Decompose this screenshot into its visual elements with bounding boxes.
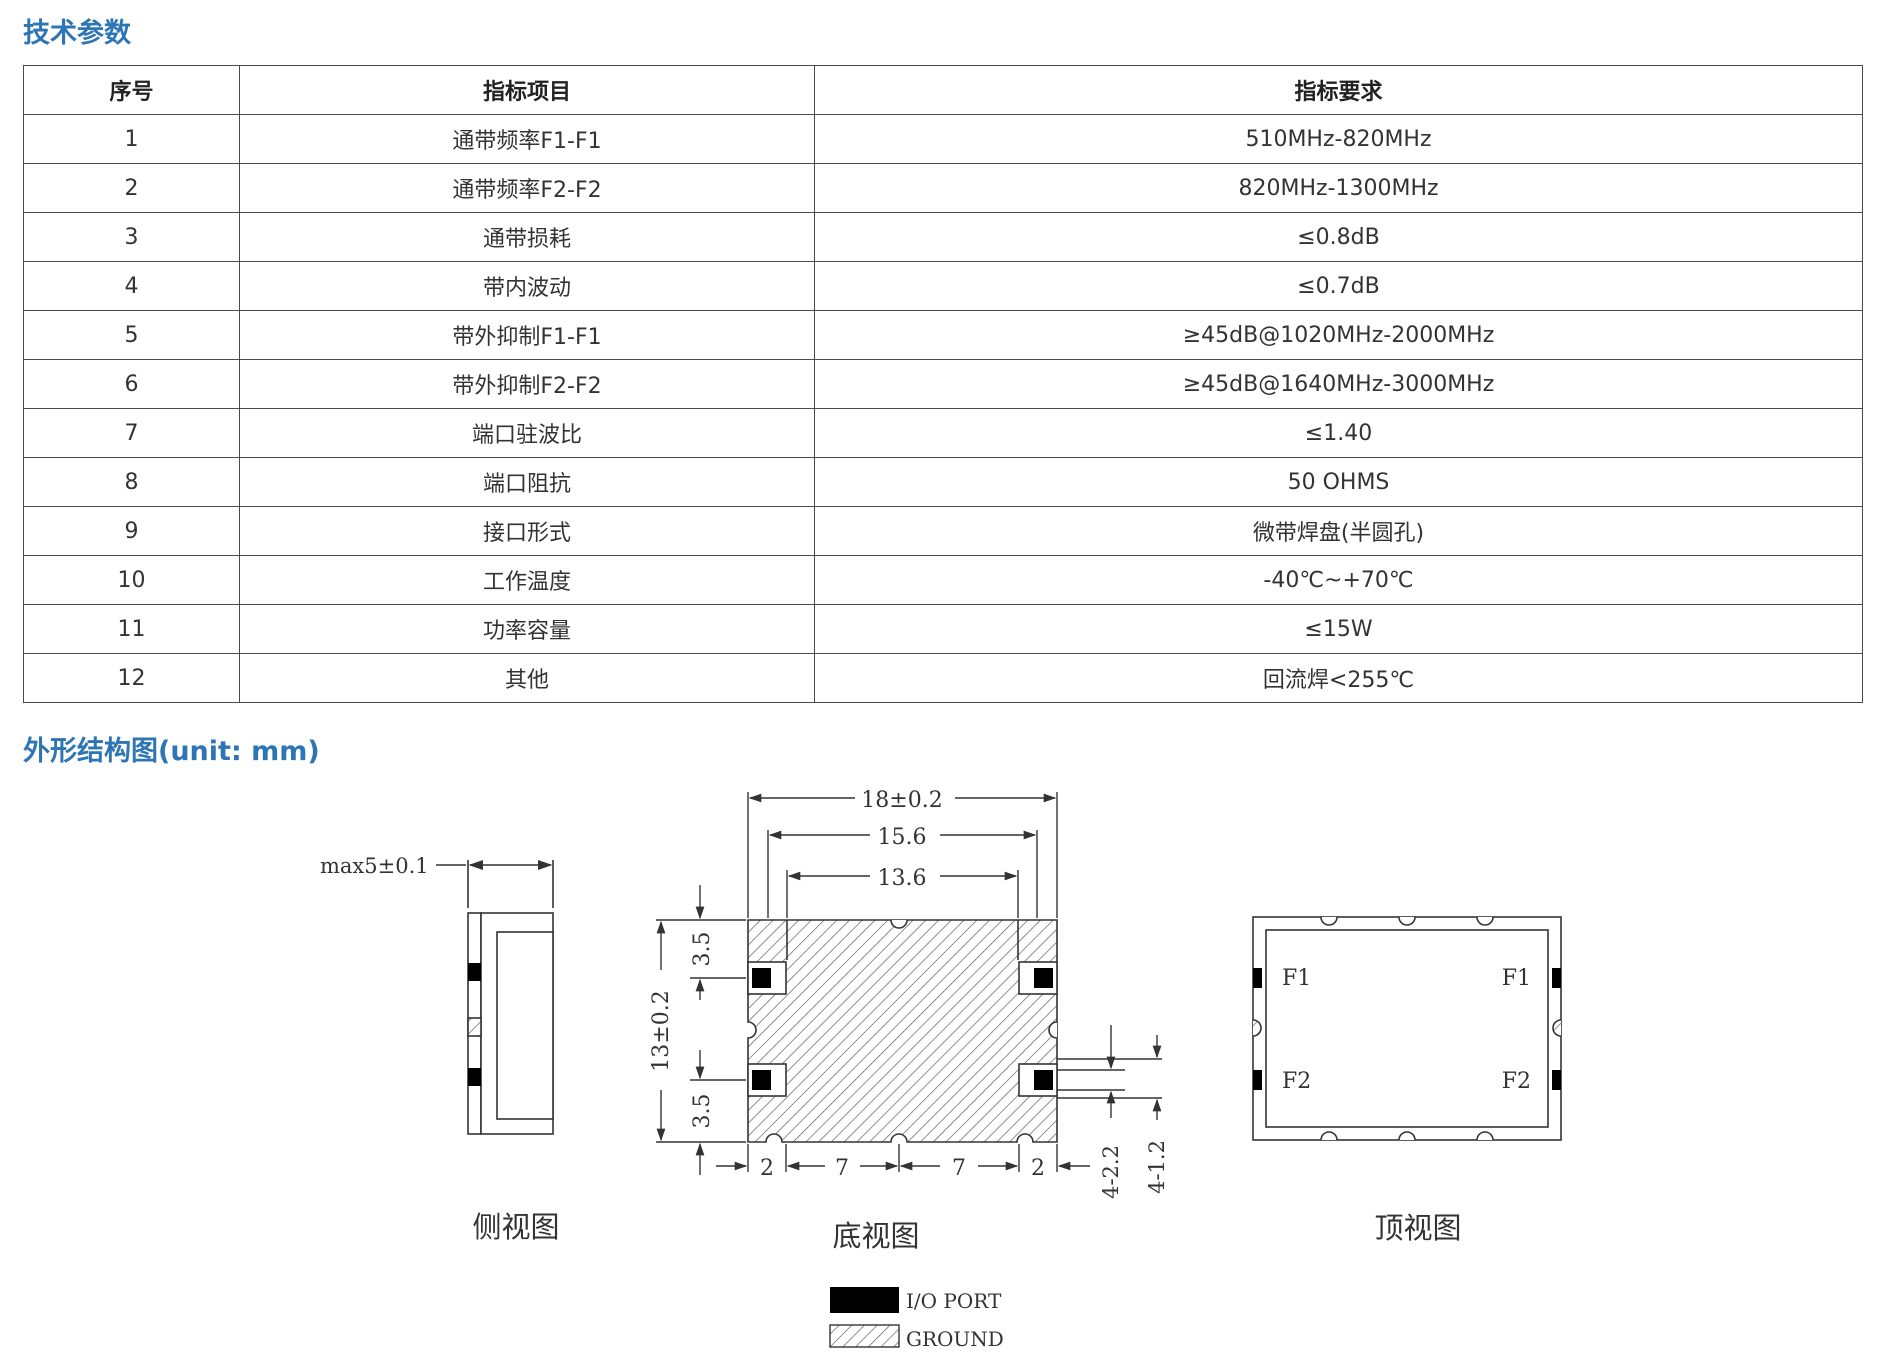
bottom-ground-area: [747, 919, 1058, 1143]
bottom-io-pad: [752, 968, 771, 988]
bottom-dim-segment: 2: [1031, 1156, 1045, 1181]
row-requirement: ≤15W: [814, 604, 1863, 654]
bottom-dim-segment: 7: [835, 1156, 849, 1181]
row-index: 7: [23, 408, 240, 458]
top-io-pad: [1253, 968, 1262, 988]
row-index: 11: [23, 604, 240, 654]
row-item: 端口驻波比: [239, 408, 815, 458]
specs-section-title: 技术参数: [23, 18, 131, 49]
row-item: 功率容量: [239, 604, 815, 654]
row-item: 工作温度: [239, 555, 815, 605]
slot-dim-a: 4-2.2: [1099, 1145, 1123, 1199]
top-port-label: F2: [1282, 1069, 1311, 1094]
bottom-height-dim: 13±0.2: [649, 990, 674, 1071]
bottom-io-pad: [1034, 968, 1053, 988]
row-index: 8: [23, 457, 240, 507]
top-view: [1252, 916, 1562, 1141]
bottom-width-outer-dim: 18±0.2: [861, 788, 942, 813]
top-view-cover: [1265, 929, 1549, 1128]
side-height-dim: max5±0.1: [320, 854, 429, 878]
row-index: 2: [23, 163, 240, 213]
side-ground-pad: [467, 1017, 482, 1037]
bottom-width-inner-dim: 13.6: [878, 866, 927, 891]
row-index: 12: [23, 653, 240, 703]
bottom-view-caption: 底视图: [832, 1219, 919, 1253]
top-view-caption: 顶视图: [1374, 1211, 1461, 1245]
row-item: 带外抑制F1-F1: [239, 310, 815, 360]
side-view-cover: [496, 931, 554, 1120]
bottom-dim-segment: 7: [952, 1156, 966, 1181]
legend-io-label: I/O PORT: [906, 1289, 1002, 1313]
bottom-bottom-pad-dim: 3.5: [690, 1094, 715, 1129]
row-item: 带外抑制F2-F2: [239, 359, 815, 409]
legend-ground-swatch: [829, 1324, 900, 1348]
side-io-pad: [468, 963, 481, 981]
top-view-outline: [1252, 916, 1562, 1141]
side-io-pad: [468, 1068, 481, 1086]
top-io-pad: [1552, 1070, 1561, 1090]
row-requirement: ≤0.8dB: [814, 212, 1863, 262]
header-index: 序号: [23, 65, 240, 115]
row-requirement: 回流焊<255℃: [814, 653, 1863, 703]
bottom-view: [747, 919, 1058, 1143]
drawing-section-title: 外形结构图(unit: mm): [23, 736, 320, 767]
top-port-label: F2: [1502, 1069, 1531, 1094]
header-requirement: 指标要求: [814, 65, 1863, 115]
row-item: 端口阻抗: [239, 457, 815, 507]
legend: [829, 1287, 900, 1348]
legend-io-swatch: [830, 1287, 899, 1313]
top-io-pad: [1253, 1070, 1262, 1090]
row-item: 通带损耗: [239, 212, 815, 262]
row-requirement: 50 OHMS: [814, 457, 1863, 507]
bottom-io-pad: [1034, 1070, 1053, 1090]
top-port-label: F1: [1502, 966, 1531, 991]
bottom-view-dimensions: [656, 792, 1162, 1175]
bottom-dim-segment: 2: [760, 1156, 774, 1181]
bottom-io-pad: [752, 1070, 771, 1090]
slot-dim-b: 4-1.2: [1145, 1140, 1169, 1194]
row-index: 3: [23, 212, 240, 262]
side-view-caption: 侧视图: [472, 1210, 559, 1244]
row-requirement: -40℃~+70℃: [814, 555, 1863, 605]
side-view: [436, 859, 554, 1135]
top-port-label: F1: [1282, 966, 1311, 991]
row-requirement: ≥45dB@1020MHz-2000MHz: [814, 310, 1863, 360]
row-requirement: ≥45dB@1640MHz-3000MHz: [814, 359, 1863, 409]
row-requirement: ≤0.7dB: [814, 261, 1863, 311]
row-item: 通带频率F1-F1: [239, 114, 815, 164]
top-io-pad: [1552, 968, 1561, 988]
row-index: 1: [23, 114, 240, 164]
row-item: 其他: [239, 653, 815, 703]
row-index: 9: [23, 506, 240, 556]
legend-ground-label: GROUND: [906, 1327, 1004, 1351]
row-item: 带内波动: [239, 261, 815, 311]
row-index: 10: [23, 555, 240, 605]
row-item: 通带频率F2-F2: [239, 163, 815, 213]
bottom-top-pad-dim: 3.5: [690, 932, 715, 967]
bottom-width-mid-dim: 15.6: [878, 825, 927, 850]
